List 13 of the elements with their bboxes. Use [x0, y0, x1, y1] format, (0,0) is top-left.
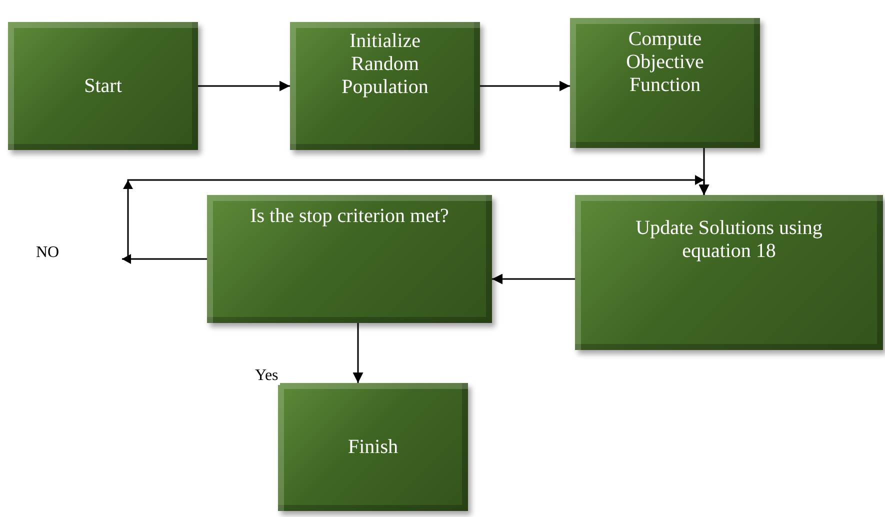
process-box: [207, 195, 492, 323]
box-label: Initialize Random Population: [340, 30, 430, 99]
process-box: [570, 18, 760, 148]
process-box: [575, 195, 883, 350]
box-label: Start: [84, 74, 122, 98]
box-label: Finish: [348, 436, 398, 458]
box-label: Update Solutions using equation 18: [634, 217, 824, 263]
process-box: [290, 22, 480, 150]
process-box: [278, 383, 468, 511]
edge-label: Yes: [253, 367, 280, 385]
box-label: Is the stop criterion met?: [250, 205, 449, 228]
process-box: [8, 22, 198, 150]
box-label: Compute Objective Function: [625, 28, 705, 97]
